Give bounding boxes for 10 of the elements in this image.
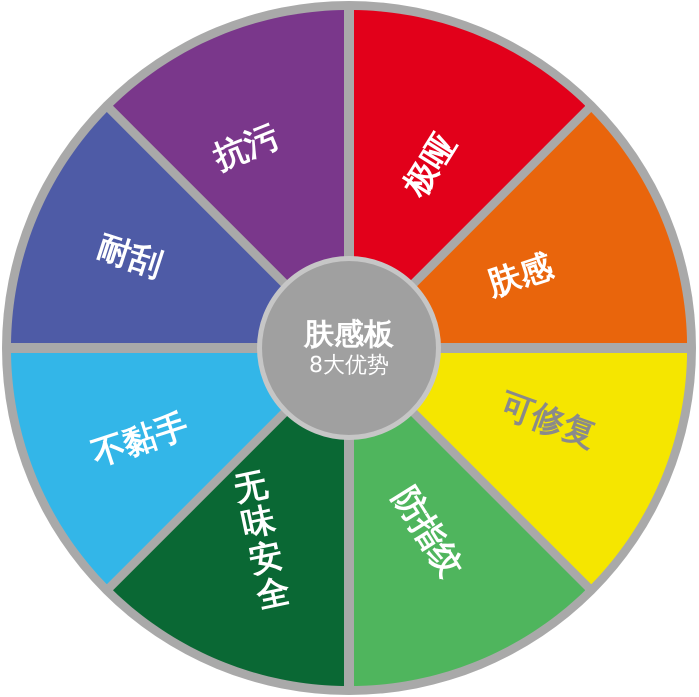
sector-label: 无味安全 (230, 466, 294, 614)
center-title: 肤感板 (304, 316, 394, 353)
sector-label: 不黏手 (87, 407, 193, 473)
sector-label: 耐刮 (93, 228, 167, 284)
sector-label: 抗污 (208, 118, 284, 176)
center-subtitle: 8大优势 (309, 352, 389, 380)
sector-label: 肤感 (483, 248, 557, 302)
sector-label: 极哑 (397, 127, 463, 203)
sector-label: 防指纹 (386, 480, 470, 584)
sector-label: 可修复 (495, 386, 601, 454)
